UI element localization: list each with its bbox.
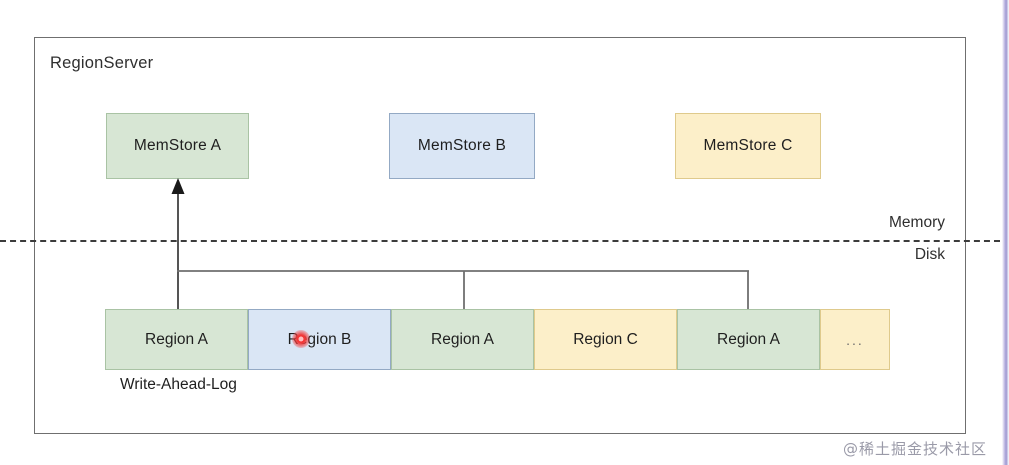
wal-cell-label: Region A	[431, 330, 494, 348]
wal-cell-region-a-1[interactable]: Region A	[105, 309, 248, 370]
disk-label: Disk	[914, 246, 945, 263]
wal-cell-label: Region A	[145, 330, 208, 348]
write-ahead-log-label: Write-Ahead-Log	[120, 376, 237, 393]
wal-cell-ellipsis[interactable]: ...	[820, 309, 890, 370]
memstore-c-label: MemStore C	[703, 137, 793, 154]
wal-cell-label: Region C	[573, 330, 638, 348]
right-edge-strip	[1002, 0, 1009, 465]
memstore-a-label: MemStore A	[133, 137, 222, 154]
watermark-text: @稀土掘金技术社区	[842, 440, 987, 458]
memstore-c-box[interactable]: MemStore C	[675, 113, 821, 179]
wal-cell-region-a-3[interactable]: Region A	[677, 309, 820, 370]
regionserver-frame	[34, 37, 966, 434]
wal-cell-region-c[interactable]: Region C	[534, 309, 677, 370]
memory-label: Memory	[889, 214, 945, 231]
memstore-b-box[interactable]: MemStore B	[389, 113, 535, 179]
wal-cell-region-b[interactable]: Region B	[248, 309, 391, 370]
regionserver-title: RegionServer	[50, 54, 154, 72]
cursor-click-marker	[292, 330, 310, 348]
wal-cell-label: ...	[846, 331, 864, 348]
wal-cell-label: Region A	[717, 330, 780, 348]
write-ahead-log-row: Region A Region B Region A Region C Regi…	[105, 309, 890, 370]
memstore-b-label: MemStore B	[417, 137, 507, 154]
memstore-a-box[interactable]: MemStore A	[106, 113, 249, 179]
memory-disk-divider	[0, 240, 1000, 242]
wal-cell-region-a-2[interactable]: Region A	[391, 309, 534, 370]
